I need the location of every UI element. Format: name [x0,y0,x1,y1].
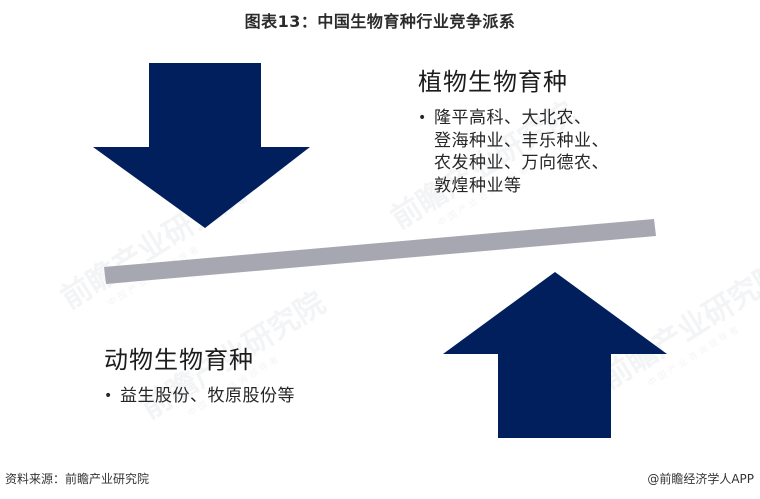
bullet-icon: • [104,388,113,404]
divider-bar [104,219,656,284]
figure-title: 图表13：中国生物育种行业竞争派系 [244,12,516,31]
bullet-icon: • [418,110,427,126]
animal-breeding-block: 动物生物育种 • 益生股份、牧原股份等 [104,340,404,408]
plant-breeding-heading: 植物生物育种 [418,68,568,96]
arrow-up-icon [443,272,667,438]
arrow-down-icon [93,63,310,228]
animal-breeding-companies: 益生股份、牧原股份等 [120,386,295,406]
plant-breeding-companies: 隆平高科、大北农、 登海种业、丰乐种业、 农发种业、万向德农、 敦煌种业等 [434,108,609,196]
animal-breeding-heading: 动物生物育种 [104,346,254,374]
source-note: 资料来源：前瞻产业研究院 [5,472,150,486]
credit-note: @前瞻经济学人APP [647,472,754,486]
animal-breeding-list: • 益生股份、牧原股份等 [104,385,404,408]
plant-breeding-block: 植物生物育种 • 隆平高科、大北农、 登海种业、丰乐种业、 农发种业、万向德农、… [418,62,718,197]
plant-breeding-list: • 隆平高科、大北农、 登海种业、丰乐种业、 农发种业、万向德农、 敦煌种业等 [418,107,718,197]
